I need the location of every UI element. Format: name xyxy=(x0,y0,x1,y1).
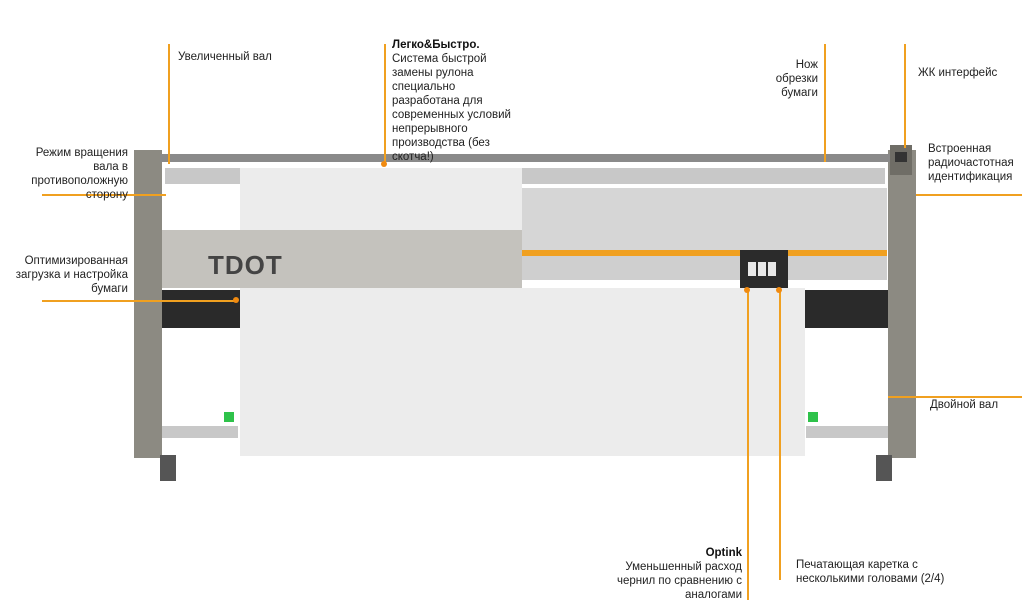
carriage-head-1 xyxy=(748,262,756,276)
line-double-shaft xyxy=(888,396,1022,398)
carriage-head-3 xyxy=(768,262,776,276)
line-reverse xyxy=(42,194,166,196)
label-reverse-rotation: Режим вращения вала в противоположную ст… xyxy=(31,147,128,201)
line-optink xyxy=(747,290,749,600)
label-rfid: Встроенная радиочастотная идентификация xyxy=(928,143,1014,183)
label-paper-cutter: Нож обрезки бумаги xyxy=(775,59,818,99)
left-stand xyxy=(134,150,162,458)
line-enlarged-shaft xyxy=(168,44,170,164)
label-optimized-loading: Оптимизированная загрузка и настройка бу… xyxy=(15,255,128,295)
line-optimized xyxy=(42,300,238,302)
label-print-carriage: Печатающая каретка с несколькими головам… xyxy=(796,559,945,585)
print-rail xyxy=(522,250,887,256)
line-lcd xyxy=(904,44,906,148)
left-stand-foot xyxy=(160,455,176,481)
lcd-screen xyxy=(895,152,907,162)
easy-fast-text: Система быстрой замены рулона специально… xyxy=(392,53,511,163)
optink-title: Optink xyxy=(705,547,742,559)
print-rail-base xyxy=(522,256,887,280)
easy-fast-title: Легко&Быстро. xyxy=(392,39,480,51)
main-paper xyxy=(240,288,805,456)
print-body xyxy=(522,188,887,250)
right-stand xyxy=(888,150,916,458)
lower-roll-left xyxy=(162,426,238,438)
dot-easy-fast xyxy=(381,161,387,167)
label-optink: Optink Уменьшенный расход чернил по срав… xyxy=(600,546,742,602)
line-easy-fast xyxy=(384,44,386,164)
label-lcd: ЖК интерфейс xyxy=(918,67,998,79)
lower-roll-right xyxy=(806,426,888,438)
green-indicator-right xyxy=(808,412,818,422)
label-easy-fast: Легко&Быстро. Система быстрой замены рул… xyxy=(392,38,522,164)
dot-optink xyxy=(744,287,750,293)
upper-paper xyxy=(240,168,522,230)
optink-text: Уменьшенный расход чернил по сравнению с… xyxy=(616,561,742,601)
label-enlarged-shaft: Увеличенный вал xyxy=(178,51,272,63)
line-carriage xyxy=(779,290,781,580)
brand-logo: TDOT xyxy=(208,250,283,280)
green-indicator-left xyxy=(224,412,234,422)
carriage-head-2 xyxy=(758,262,766,276)
dot-carriage xyxy=(776,287,782,293)
line-paper-cutter xyxy=(824,44,826,162)
line-rfid xyxy=(916,194,1022,196)
main-beam xyxy=(162,230,522,288)
right-stand-foot xyxy=(876,455,892,481)
label-double-shaft: Двойной вал xyxy=(930,399,999,411)
dot-optimized xyxy=(233,297,239,303)
top-rail xyxy=(160,154,890,162)
